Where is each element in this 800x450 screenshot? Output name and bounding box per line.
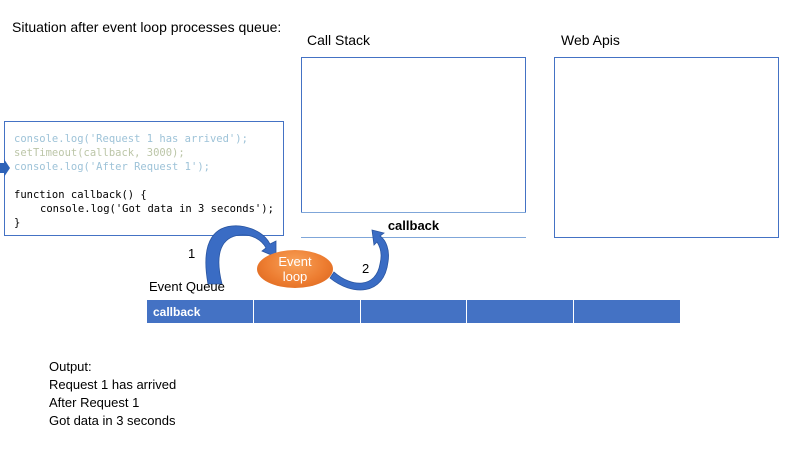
- code-line-6: }: [14, 217, 21, 229]
- queue-cell: [574, 300, 680, 323]
- event-loop-node: Event loop: [257, 250, 333, 288]
- web-apis-box: [554, 57, 779, 238]
- call-stack-label: Call Stack: [307, 32, 371, 48]
- output-panel: Output: Request 1 has arrived After Requ…: [49, 358, 176, 430]
- queue-cell: callback: [147, 300, 254, 323]
- output-line: Got data in 3 seconds: [49, 413, 176, 428]
- web-apis-label: Web Apis: [561, 32, 620, 48]
- output-line: After Request 1: [49, 395, 140, 410]
- code-line-2: setTimeout(callback, 3000);: [14, 147, 185, 159]
- event-loop-line-2: loop: [282, 269, 308, 284]
- call-stack-item: callback: [301, 212, 526, 238]
- event-loop-line-1: Event: [278, 254, 312, 269]
- code-panel: console.log('Request 1 has arrived'); set…: [4, 121, 284, 236]
- queue-cell: [253, 300, 361, 323]
- event-queue-label: Event Queue: [149, 279, 225, 294]
- code-line-5: console.log('Got data in 3 seconds');: [40, 203, 274, 215]
- code-line-1: console.log('Request 1 has arrived');: [14, 133, 248, 145]
- curved-arrow-2-icon: [329, 229, 389, 291]
- event-queue: callback: [147, 300, 680, 323]
- code-line-3: console.log('After Request 1');: [14, 161, 210, 173]
- output-heading: Output:: [49, 359, 92, 374]
- queue-cell: [467, 300, 575, 323]
- queue-cell: [360, 300, 468, 323]
- output-line: Request 1 has arrived: [49, 377, 177, 392]
- code-pointer-arrow-icon: [0, 159, 10, 177]
- step-2-label: 2: [362, 261, 370, 276]
- code-line-4: function callback() {: [14, 189, 147, 201]
- step-1-label: 1: [188, 246, 196, 261]
- diagram-title: Situation after event loop processes que…: [12, 19, 282, 35]
- call-stack-box: [301, 57, 526, 238]
